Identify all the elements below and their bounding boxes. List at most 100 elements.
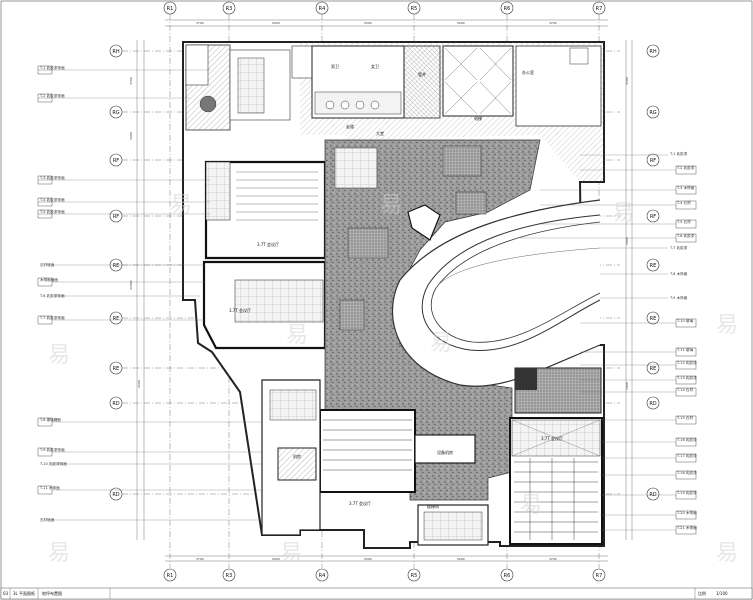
toilet-m-label: 男卫: [331, 64, 339, 69]
svg-text:RF: RF: [650, 214, 656, 220]
svg-text:T-12 乳胶漆: T-12 乳胶漆: [676, 360, 697, 365]
bottom-axis: R1 R3 R4 R5 R6 R7 3700 5000 5000 5000 37…: [163, 555, 608, 582]
svg-text:RE: RE: [650, 263, 657, 269]
row-bubble-re1-right: RE: [646, 258, 660, 272]
row-bubble-rf1-right: RF: [646, 153, 660, 167]
svg-text:RD: RD: [112, 492, 119, 498]
svg-text:T-7 乳胶漆: T-7 乳胶漆: [669, 245, 688, 250]
watermark-5: 易: [380, 193, 402, 218]
svg-text:R1: R1: [167, 573, 174, 579]
svg-text:T-9 木饰面: T-9 木饰面: [669, 295, 688, 300]
lift-label: 电梯: [474, 115, 482, 121]
svg-text:RD: RD: [112, 401, 119, 407]
svg-text:T-1 乳胶漆饰面: T-1 乳胶漆饰面: [39, 65, 65, 70]
row-bubble-rd2-right: RD: [646, 487, 660, 501]
right-callouts: T-1 乳胶漆 T-2 乳胶漆 T-3 木饰面 T-4 石材 T-5 石材 T-…: [520, 151, 697, 535]
svg-text:RE: RE: [650, 316, 657, 322]
watermark-10: 易: [280, 541, 302, 566]
svg-text:T-11 玻璃: T-11 玻璃: [676, 347, 693, 352]
svg-text:R1: R1: [167, 6, 174, 12]
callout-right-21: T-21 木饰面: [600, 525, 697, 535]
dim-left-overall: 37000: [129, 280, 133, 290]
svg-text:RE: RE: [113, 366, 120, 372]
svg-text:T-4 石材: T-4 石材: [676, 200, 691, 205]
callout-right-9: T-9 木饰面: [600, 295, 688, 300]
column-bubble-r4-bottom: R4: [315, 568, 329, 582]
hall-lower-label: 3.7T 会议厅: [349, 500, 371, 506]
corridor-label: 走道: [346, 123, 354, 129]
column-bubble-r1-top: R1: [163, 1, 177, 568]
office-label: 办公室: [522, 69, 534, 75]
watermark-3: 易: [170, 193, 192, 218]
callout-left-13: T-11 木饰面: [37, 485, 262, 495]
svg-text:RG: RG: [649, 110, 656, 116]
column-bubble-r6-bottom: R6: [500, 568, 514, 582]
row-bubble-rg-right: RG: [646, 105, 660, 119]
top-axis: R1 R3 R4 R5 R6 R7 3700 5000 5000: [163, 1, 608, 568]
column-dot: [199, 95, 217, 113]
svg-text:T-7 乳胶漆饰面: T-7 乳胶漆饰面: [39, 315, 65, 320]
callout-left-5: T-5 乳胶漆饰面: [37, 209, 210, 219]
svg-text:R3: R3: [226, 6, 233, 12]
watermark-6: 易: [520, 493, 542, 518]
watermark-4: 易: [286, 323, 308, 348]
column-bubble-r1-bottom: R1: [163, 568, 177, 582]
callout-right-11: T-11 玻璃: [580, 347, 697, 357]
callout-right-14: T-14 石材: [580, 387, 697, 397]
svg-text:RE: RE: [113, 263, 120, 269]
svg-text:T-20 木饰面: T-20 木饰面: [676, 510, 697, 515]
svg-text:R4: R4: [319, 573, 326, 579]
svg-text:T-5 石材: T-5 石材: [676, 219, 691, 224]
svg-text:石材墙面: 石材墙面: [40, 517, 55, 522]
lobby-label: 大堂: [376, 130, 384, 136]
callout-right-18: T-18 乳胶漆: [600, 470, 697, 480]
dim-bottom-5: 3700: [549, 557, 557, 561]
svg-text:RE: RE: [113, 316, 120, 322]
column-bubble-r7-bottom: R7: [592, 568, 606, 582]
row-bubble-re2-right: RE: [646, 311, 660, 325]
column-bubble-r5-bottom: R5: [407, 568, 421, 582]
svg-text:R5: R5: [411, 6, 418, 12]
row-bubble-rf-right: RF: [646, 209, 660, 223]
callout-right-15: T-15 石材: [600, 415, 697, 425]
callout-left-2: T-2 乳胶漆饰面: [37, 93, 190, 103]
sheet-subtitle: 地坪布置图: [42, 590, 62, 596]
svg-text:R6: R6: [504, 573, 511, 579]
callout-left-6: 石材墙面: [40, 262, 205, 267]
svg-text:T-5 乳胶漆饰面: T-5 乳胶漆饰面: [39, 209, 65, 214]
svg-text:T-15 石材: T-15 石材: [676, 415, 693, 420]
callout-left-8: T-6 乳胶漆饰面: [39, 293, 200, 298]
seating-rows-lower: [323, 419, 412, 471]
dim-top-3: 5000: [364, 21, 372, 25]
callout-right-1: T-1 乳胶漆: [580, 151, 688, 156]
dim-bottom-1: 3700: [196, 557, 204, 561]
callout-left-12: T-10 乳胶漆饰面: [39, 461, 262, 466]
dim-left-1: 3700: [129, 77, 133, 85]
svg-text:T-2 乳胶漆: T-2 乳胶漆: [676, 165, 695, 170]
svg-text:T-6 乳胶漆饰面: T-6 乳胶漆饰面: [39, 293, 65, 298]
seating-rows-upper: [236, 171, 318, 221]
callout-right-5: T-5 石材: [540, 219, 697, 229]
watermark-2: 易: [48, 541, 70, 566]
dim-top-1: 3700: [196, 21, 204, 25]
svg-text:T-8 木饰面: T-8 木饰面: [669, 271, 688, 276]
callout-left-4: T-4 乳胶漆饰面: [37, 197, 210, 207]
watermark-11: 易: [430, 331, 452, 356]
curved-ramp-inner: [430, 221, 601, 343]
svg-text:T-8 玻璃隔断: T-8 玻璃隔断: [39, 417, 61, 422]
svg-text:T-3 木饰面: T-3 木饰面: [676, 185, 695, 190]
hall-middle-label: 3.7T 会议厅: [229, 307, 251, 313]
title-block: 03 3L 平面图纸 地坪布置图 比例 1/100: [0, 587, 753, 600]
callout-left-10: T-8 玻璃隔断: [37, 417, 262, 427]
sheet-title: 3L 平面图纸: [13, 590, 35, 596]
svg-text:T-14 石材: T-14 石材: [676, 387, 693, 392]
hall-upper-label: 3.7T 会议厅: [257, 241, 279, 247]
callout-right-10: T-10 玻璃: [580, 318, 697, 328]
callout-left-9: T-7 乳胶漆饰面: [37, 315, 205, 325]
svg-text:R7: R7: [596, 6, 603, 12]
dim-right-1: 3700: [625, 77, 629, 85]
dim-bottom-4: 5000: [457, 557, 465, 561]
row-bubble-rd-right: RD: [646, 396, 660, 410]
callout-right-19: T-19 乳胶漆: [600, 490, 697, 500]
dim-top-2: 5000: [272, 21, 280, 25]
